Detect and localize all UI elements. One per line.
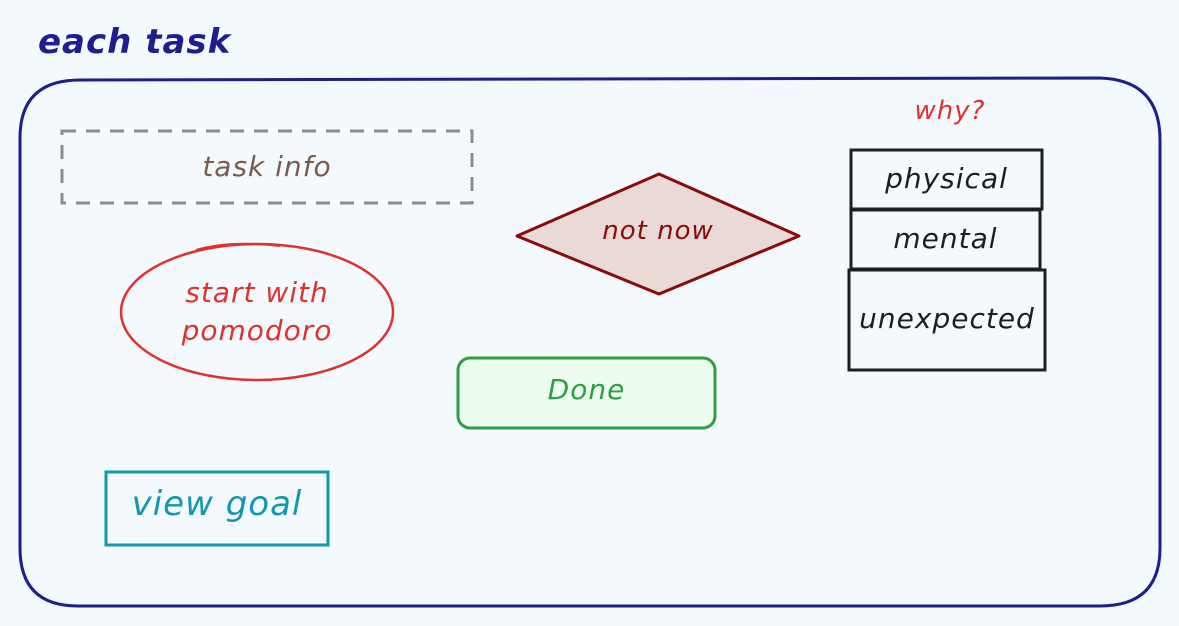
pomodoro-ellipse-overdraw: [195, 242, 281, 251]
pomodoro-ellipse: [119, 242, 395, 382]
task-info-label: task info: [202, 150, 332, 183]
task-info-box: [60, 129, 474, 205]
done-label: Done: [547, 373, 626, 406]
option-unexpected-label: unexpected: [859, 302, 1035, 335]
not-now-diamond: [515, 172, 801, 296]
page-title: each task: [38, 22, 232, 62]
option-physical-label: physical: [885, 162, 1008, 195]
option-mental-label: mental: [893, 222, 998, 255]
option-unexpected-box: [847, 268, 1047, 372]
why-question: why?: [914, 96, 986, 126]
view-goal-box: [104, 470, 330, 547]
pomodoro-label-line2: pomodoro: [181, 314, 333, 347]
not-now-label: not now: [602, 216, 714, 246]
pomodoro-label-line1: start with: [185, 276, 329, 309]
done-box: [456, 356, 717, 430]
view-goal-label: view goal: [131, 484, 303, 524]
task-frame: [18, 76, 1162, 608]
